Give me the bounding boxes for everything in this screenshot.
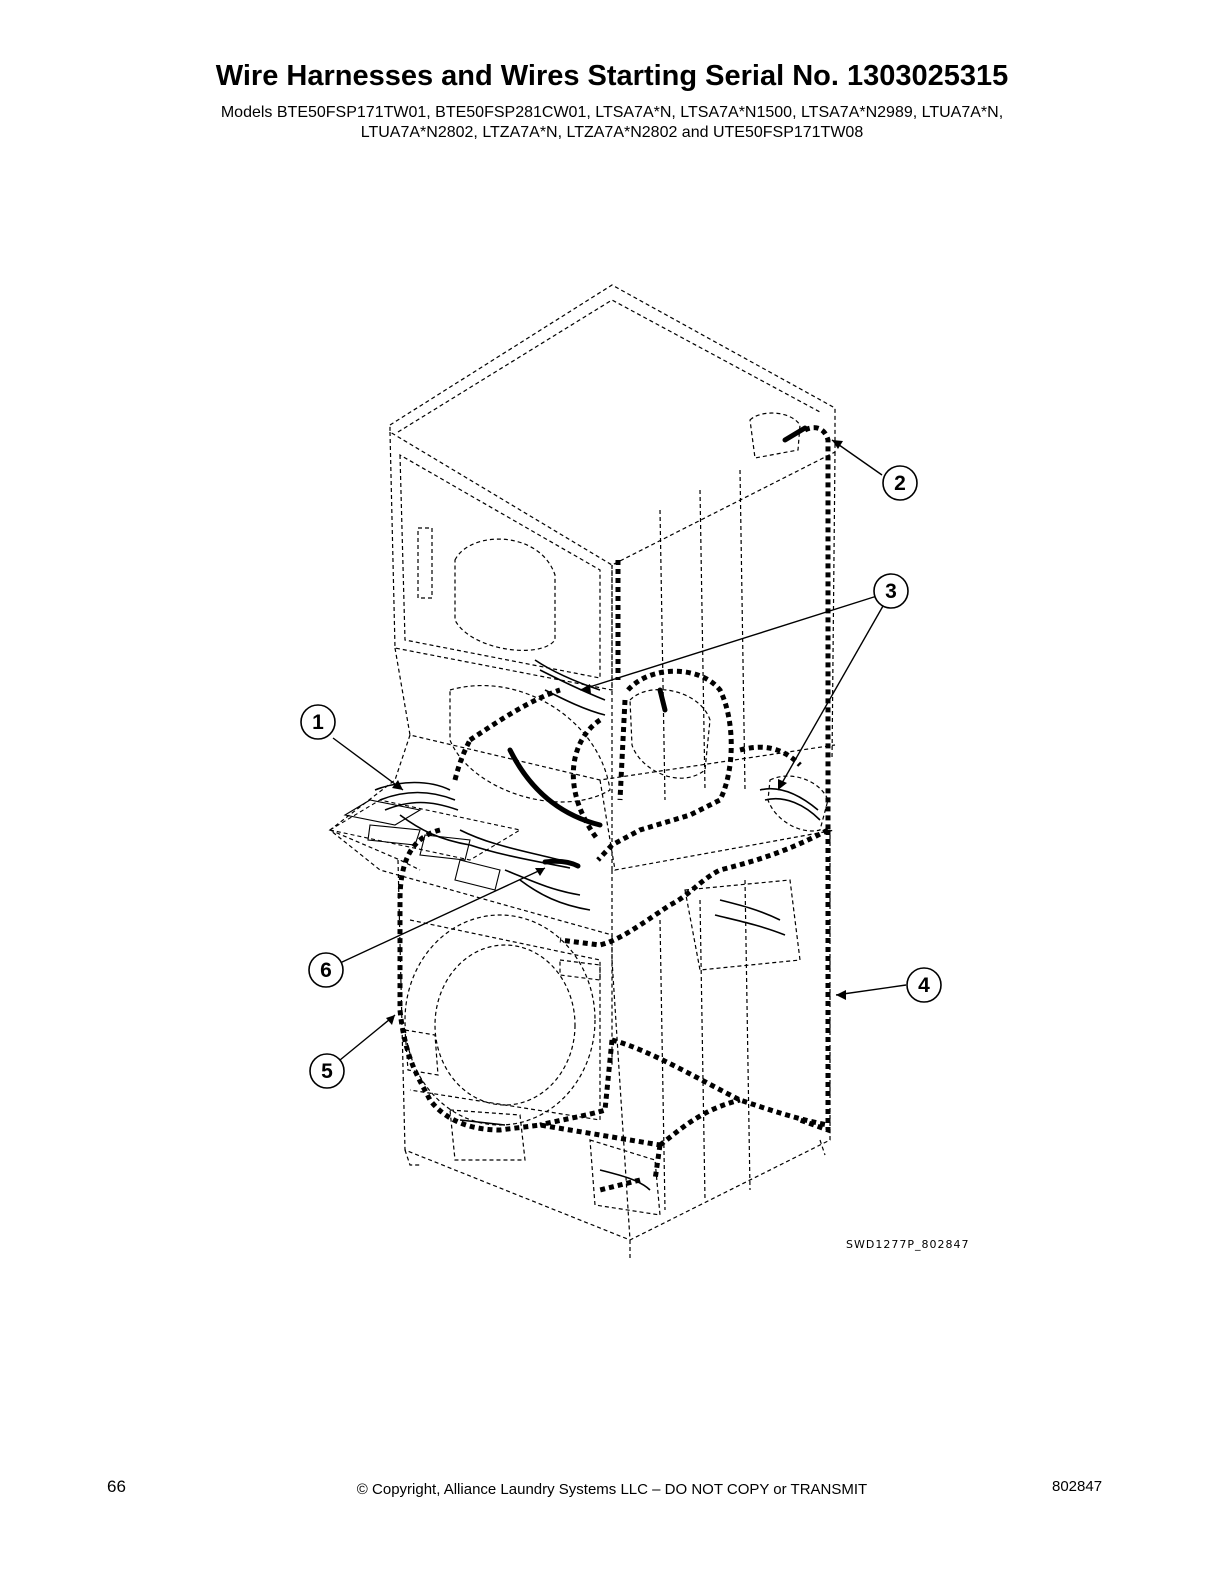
callout-2-label: 2 — [894, 472, 906, 495]
callout-arrowheads — [386, 440, 846, 1025]
models-line-1: Models BTE50FSP171TW01, BTE50FSP281CW01,… — [220, 104, 1004, 121]
callout-6-label: 6 — [320, 959, 332, 982]
washer-cabinet — [397, 830, 831, 1260]
callout-1: 1 — [300, 704, 336, 740]
page-number: 66 — [107, 1477, 126, 1496]
callout-5: 5 — [309, 1053, 345, 1089]
harness-2-route — [803, 425, 831, 830]
models-list: Models BTE50FSP171TW01, BTE50FSP281CW01,… — [150, 103, 1074, 143]
document-number: 802847 — [1052, 1478, 1103, 1495]
callout-3-label: 3 — [885, 580, 897, 603]
copyright-notice: © Copyright, Alliance Laundry Systems LL… — [356, 1481, 868, 1498]
dryer-cabinet — [389, 284, 836, 870]
callout-2: 2 — [882, 465, 918, 501]
control-board-tray — [328, 799, 522, 891]
callout-4-label: 4 — [918, 974, 930, 997]
callout-leaders — [332, 439, 907, 1061]
solid-harness-segments — [507, 425, 808, 869]
callout-3: 3 — [873, 573, 909, 609]
middle-section — [329, 647, 836, 1065]
models-line-2: LTUA7A*N2802, LTZA7A*N, LTZA7A*N2802 and… — [360, 124, 864, 141]
page-title: Wire Harnesses and Wires Starting Serial… — [215, 60, 1009, 92]
wire-bundles — [374, 659, 821, 1191]
harness-routings — [397, 425, 831, 1193]
callout-4: 4 — [906, 967, 942, 1003]
figure-id: SWD1277P_802847 — [846, 1238, 970, 1251]
callout-6: 6 — [308, 952, 344, 988]
callout-5-label: 5 — [321, 1060, 333, 1083]
callout-1-label: 1 — [312, 711, 324, 734]
